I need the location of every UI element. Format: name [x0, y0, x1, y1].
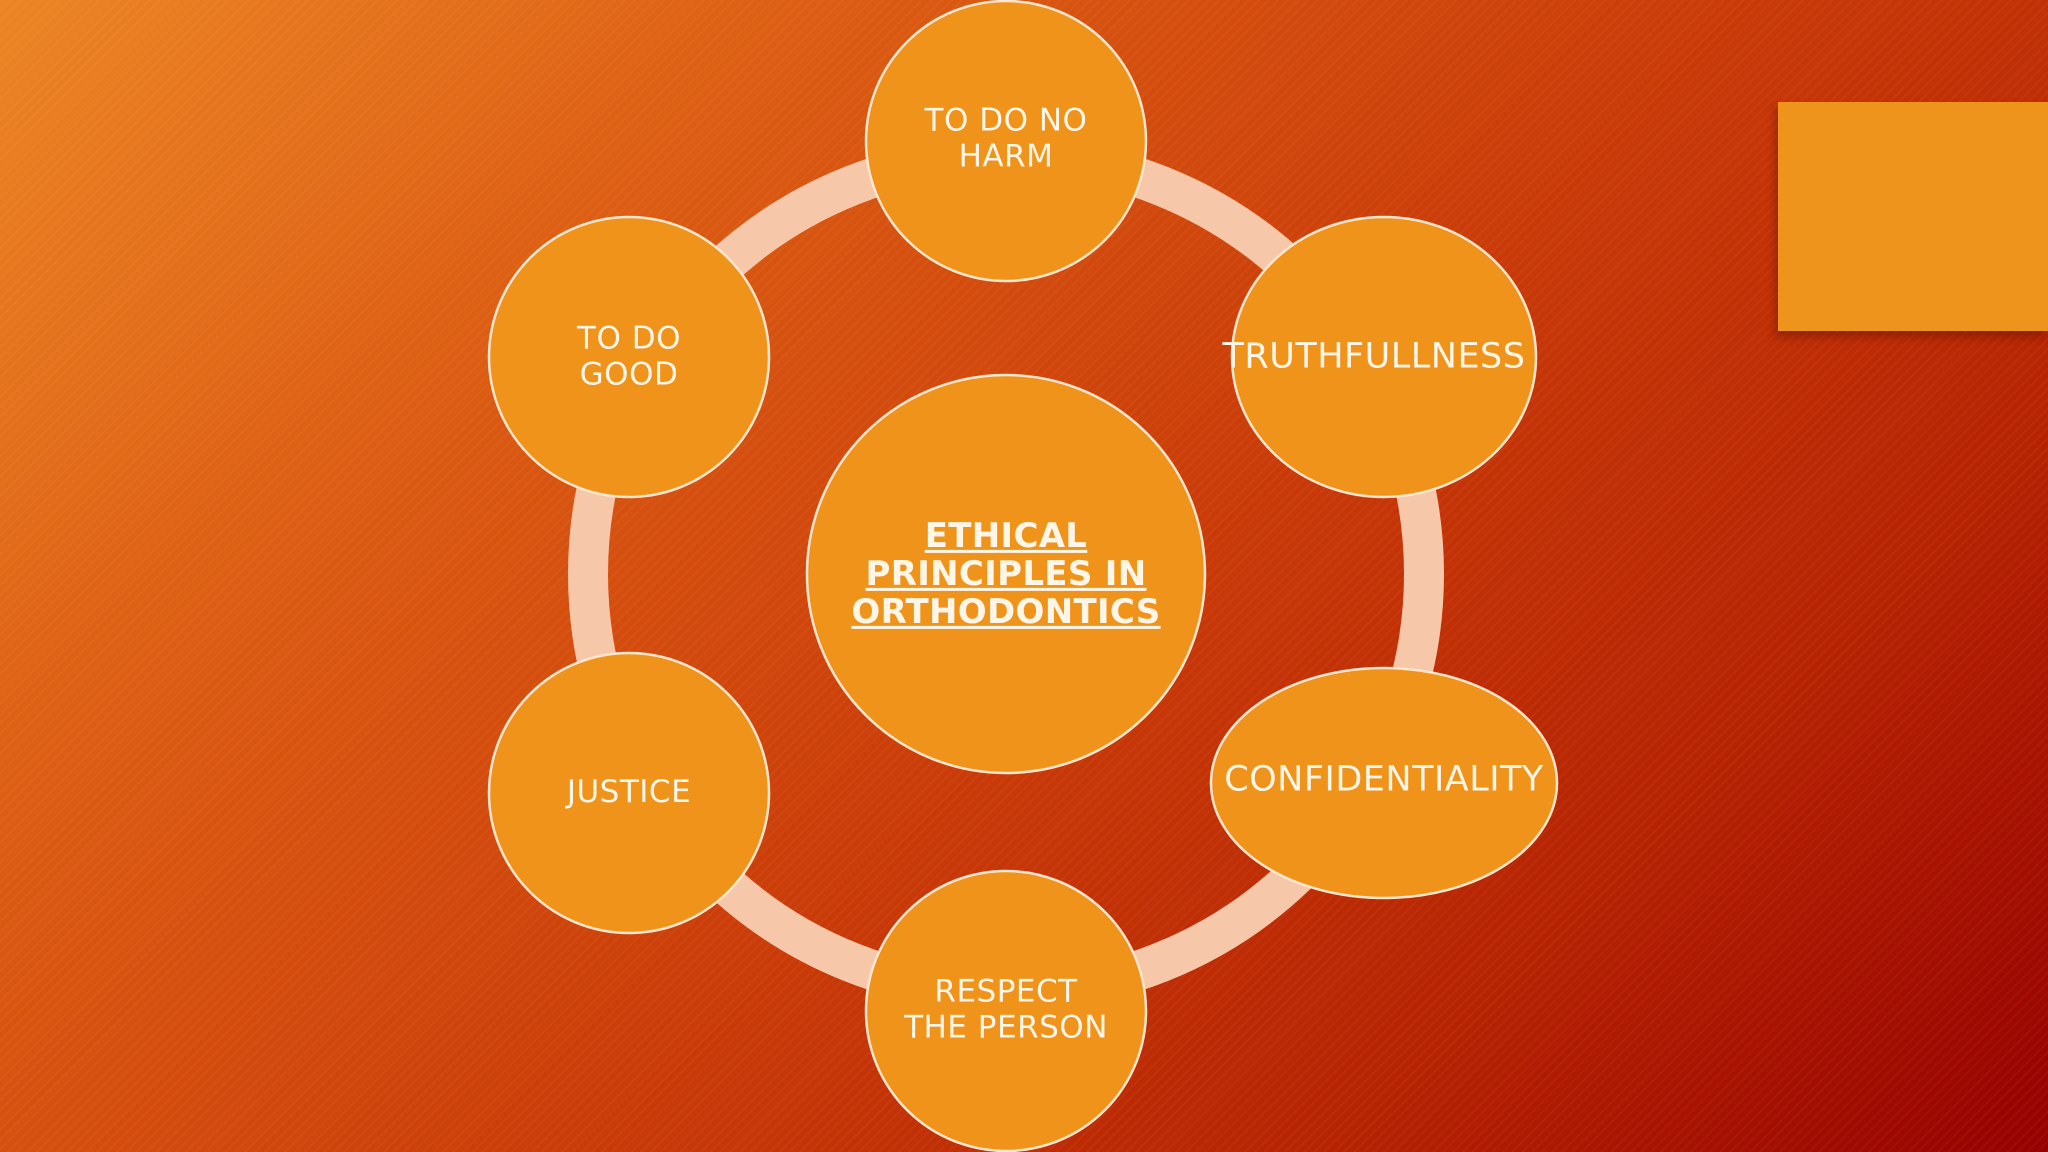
node-label-harm: TO DO NO HARM: [924, 102, 1088, 175]
node-circle-respect: [864, 869, 1148, 1152]
decorative-accent-rectangle: [1778, 102, 2048, 331]
center-circle: [805, 373, 1207, 775]
node-circle-harm: [864, 0, 1148, 283]
node-circle-truth: [1230, 215, 1538, 499]
node-label-conf: CONFIDENTIALITY: [1224, 759, 1544, 800]
node-circle-conf: [1209, 666, 1559, 900]
node-label-justice: JUSTICE: [566, 773, 692, 810]
center-title: ETHICAL PRINCIPLES IN ORTHODONTICS: [851, 515, 1161, 633]
node-label-respect: RESPECT THE PERSON: [904, 973, 1108, 1046]
node-label-truth: TRUTHFULLNESS: [1222, 336, 1526, 377]
node-label-good: TO DO GOOD: [577, 320, 681, 393]
node-circle-good: [487, 215, 771, 499]
node-circle-justice: [487, 651, 771, 935]
